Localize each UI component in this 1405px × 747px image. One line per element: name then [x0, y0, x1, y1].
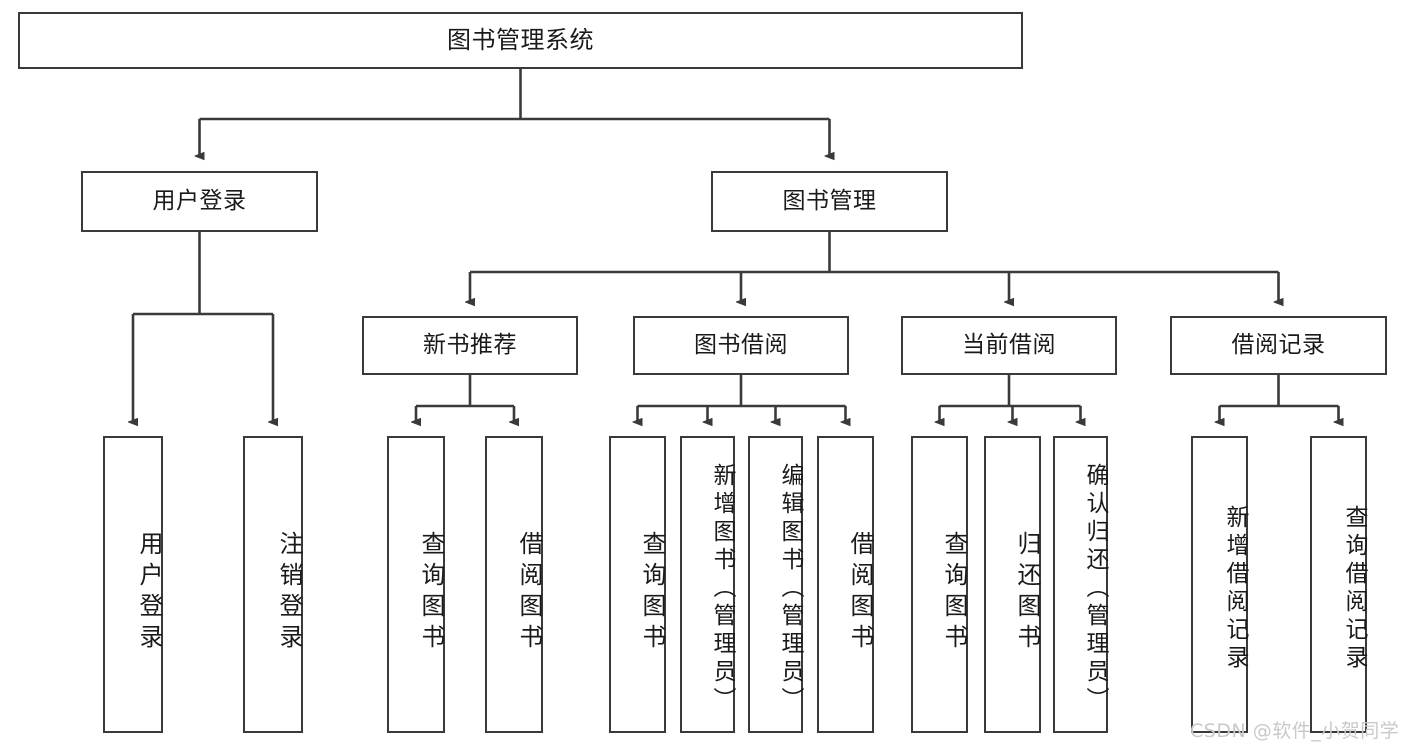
- leaf-query-borrow-record[interactable]: 查询借阅记录: [1310, 436, 1367, 733]
- leaf-add-book-admin[interactable]: 新增图书（管理员）: [680, 436, 735, 733]
- leaf-return-books[interactable]: 归还图书: [984, 436, 1041, 733]
- node-book-management[interactable]: 图书管理: [711, 171, 948, 232]
- csdn-watermark: CSDN @软件_小贺同学: [1190, 720, 1400, 742]
- leaf-borrow-books-borrowing[interactable]: 借阅图书: [817, 436, 874, 733]
- leaf-query-books-recommendation[interactable]: 查询图书: [387, 436, 445, 733]
- leaf-add-borrow-record[interactable]: 新增借阅记录: [1191, 436, 1248, 733]
- node-current-borrowing[interactable]: 当前借阅: [901, 316, 1117, 375]
- node-new-book-recommendation[interactable]: 新书推荐: [362, 316, 578, 375]
- leaf-confirm-return-admin[interactable]: 确认归还（管理员）: [1053, 436, 1108, 733]
- leaf-user-login[interactable]: 用户登录: [103, 436, 163, 733]
- node-borrowing-records[interactable]: 借阅记录: [1170, 316, 1387, 375]
- leaf-edit-book-admin[interactable]: 编辑图书（管理员）: [748, 436, 803, 733]
- leaf-query-books-current[interactable]: 查询图书: [911, 436, 968, 733]
- node-user-login[interactable]: 用户登录: [81, 171, 318, 232]
- leaf-query-books-borrowing[interactable]: 查询图书: [609, 436, 666, 733]
- node-book-borrowing[interactable]: 图书借阅: [633, 316, 849, 375]
- leaf-borrow-books-recommendation[interactable]: 借阅图书: [485, 436, 543, 733]
- leaf-logout-login[interactable]: 注销登录: [243, 436, 303, 733]
- node-root-book-management-system[interactable]: 图书管理系统: [18, 12, 1023, 69]
